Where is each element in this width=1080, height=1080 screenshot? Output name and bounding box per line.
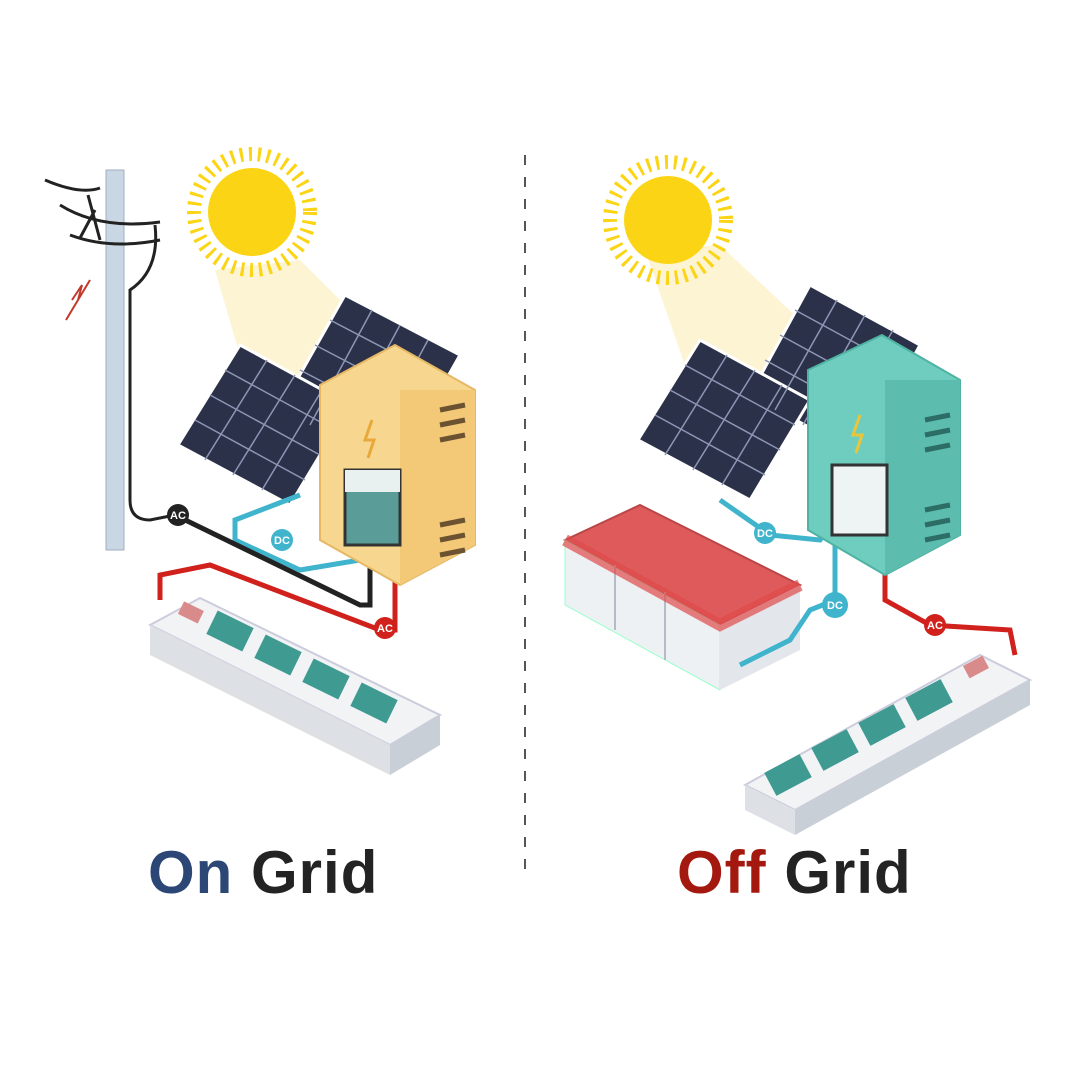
- ac-grid-label: AC: [170, 510, 186, 522]
- on-grid-scene: AC DC AC: [44, 147, 476, 775]
- on-grid-caption: On Grid: [148, 838, 378, 907]
- sun-icon: [603, 155, 800, 380]
- caption-grid: Grid: [251, 839, 379, 906]
- ac-load-label: AC: [377, 623, 393, 635]
- dc-panel-label: DC: [757, 528, 773, 540]
- load-ac-cable: [882, 560, 1018, 656]
- caption-on: On: [148, 839, 234, 906]
- dc-label: DC: [274, 535, 290, 547]
- dc-battery-label: DC: [827, 600, 843, 612]
- caption-grid: Grid: [784, 839, 912, 906]
- caption-off: Off: [677, 839, 767, 906]
- power-strip-icon: [742, 653, 1033, 835]
- power-strip-icon: [147, 596, 443, 775]
- off-grid-caption: Off Grid: [677, 838, 912, 907]
- electricity-spark-icon: [65, 279, 91, 321]
- inverter-icon: [807, 333, 961, 577]
- ac-load-label: AC: [927, 620, 943, 632]
- off-grid-scene: DC DC AC: [562, 155, 1033, 835]
- grid-ac-cable: [173, 512, 373, 608]
- utility-pole: [44, 169, 176, 551]
- inverter-icon: [319, 343, 476, 587]
- battery-dc-cable: [738, 545, 838, 668]
- load-ac-cable: [157, 562, 398, 633]
